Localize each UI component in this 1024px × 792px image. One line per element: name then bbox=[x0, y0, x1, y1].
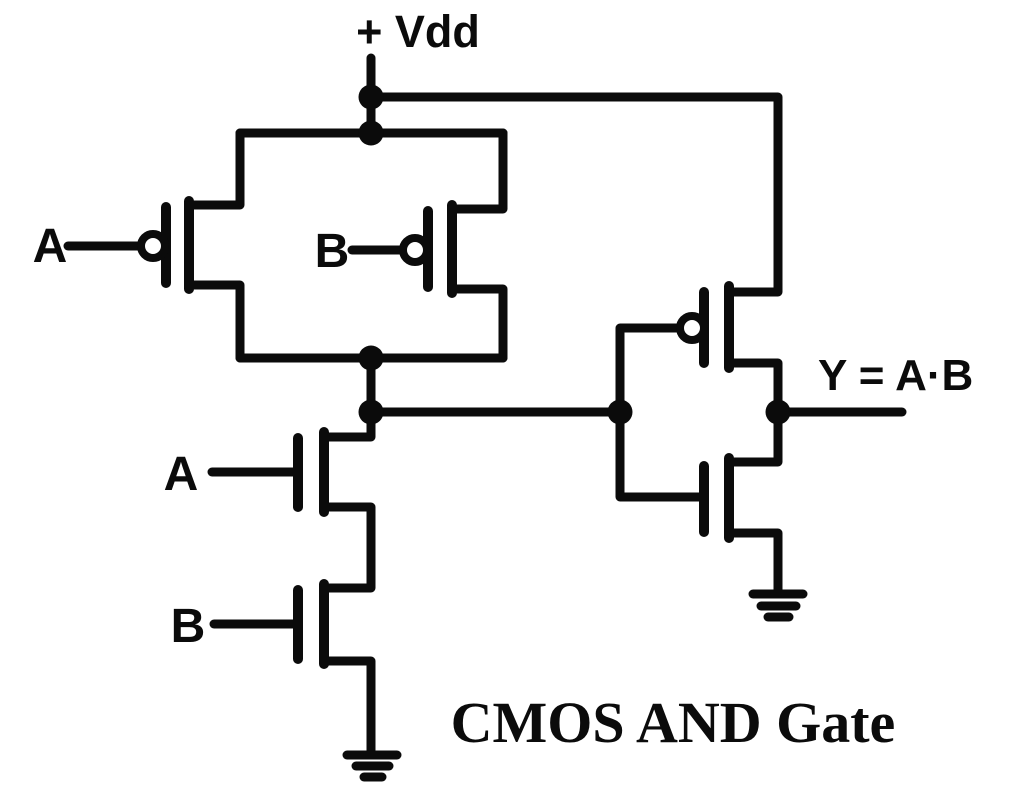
inverter-pmos-drain-lead bbox=[724, 358, 783, 417]
vdd-junction-dot bbox=[358, 84, 384, 110]
nmos-a-input-label: A bbox=[164, 448, 199, 501]
junction-dots bbox=[358, 84, 791, 425]
inverter-nmos-source-lead bbox=[724, 528, 783, 595]
nmos-a-to-nmos-b-link bbox=[319, 502, 376, 593]
pmos-bubbles bbox=[137, 230, 708, 344]
pmos-b-drain-lead bbox=[447, 284, 508, 363]
transistor-bars bbox=[161, 196, 734, 669]
pmos-box-bottom-junction-dot bbox=[358, 345, 384, 371]
nmos-b-input-label: B bbox=[171, 600, 206, 653]
inverter-pmos-inversion-bubble-icon bbox=[676, 312, 708, 344]
nand-node-junction-dot bbox=[358, 399, 384, 425]
inverter-ground-icon bbox=[748, 589, 808, 622]
pmos-b-inversion-bubble-icon bbox=[399, 234, 431, 266]
labels: + Vdd A B A B Y = A·B CMOS AND Gate bbox=[33, 6, 974, 755]
inverter-nmos-drain-lead bbox=[724, 407, 783, 467]
output-junction-dot bbox=[765, 399, 791, 425]
nmos-stack-ground-icon bbox=[342, 750, 402, 782]
pmos-a-input-label: A bbox=[33, 220, 68, 273]
pmos-a-drain-lead bbox=[184, 280, 245, 363]
pmos-b-source-lead bbox=[447, 128, 508, 214]
nmos-b-source-lead bbox=[319, 656, 376, 756]
vdd-label: + Vdd bbox=[356, 6, 480, 57]
inverter-input-junction-dot bbox=[607, 399, 633, 425]
diagram-title: CMOS AND Gate bbox=[451, 690, 896, 755]
vdd-rail-to-inverter-wire bbox=[366, 92, 783, 297]
pmos-box-top-junction-dot bbox=[358, 120, 384, 146]
pmos-a-inversion-bubble-icon bbox=[137, 230, 169, 262]
pmos-b-input-label: B bbox=[315, 225, 350, 278]
output-label: Y = A·B bbox=[818, 351, 973, 400]
pmos-a-source-lead bbox=[184, 128, 245, 210]
